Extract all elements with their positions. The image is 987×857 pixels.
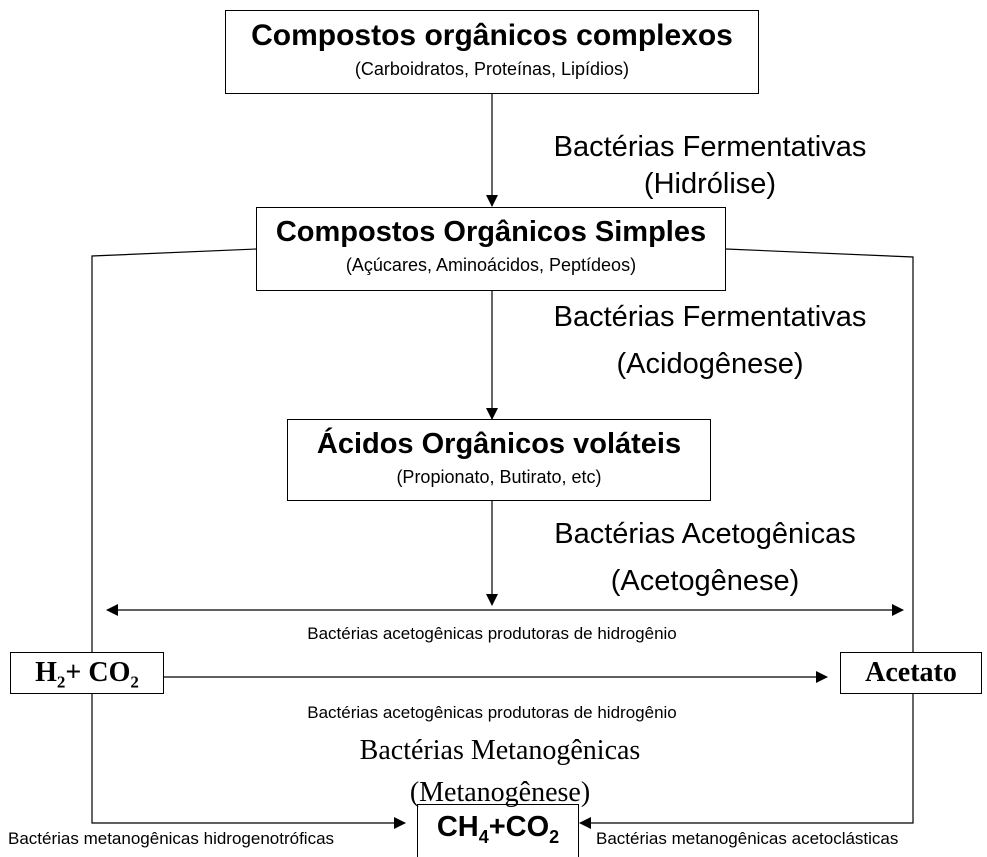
label-methanogenesis-process: (Metanogênese) [409,777,591,808]
ch4co2-sub2: 2 [549,826,560,847]
label-hydrolysis-process: (Hidrólise) [643,168,777,200]
h2co2-part1: H [35,657,57,688]
simple-compounds-title: Compostos Orgânicos Simples [275,216,707,248]
box-complex-compounds: Compostos orgânicos complexos (Carboidra… [225,10,759,94]
ch4co2-sub1: 4 [478,826,489,847]
label-h2-producers-top: Bactérias acetogênicas produtoras de hid… [307,624,677,643]
label-hydrolysis-bacteria: Bactérias Fermentativas [553,131,867,163]
label-hydrogenotrophic-methanogens: Bactérias metanogênicas hidrogenotrófica… [8,829,335,848]
arrow-acetate-to-ch4 [579,694,914,829]
label-acetogenesis-bacteria: Bactérias Acetogênicas [554,518,856,550]
box-h2-co2: H2+ CO2 [10,652,164,694]
box-acetate: Acetato [840,652,982,694]
label-acidogenesis-process: (Acidogênese) [616,348,804,380]
volatile-acids-title: Ácidos Orgânicos voláteis [316,428,682,460]
complex-compounds-title: Compostos orgânicos complexos [251,19,733,52]
simple-compounds-subtitle: (Açúcares, Aminoácidos, Peptídeos) [345,255,637,275]
complex-compounds-subtitle: (Carboidratos, Proteínas, Lipídios) [354,59,630,79]
arrow-simple-to-acetate [725,248,919,669]
box-simple-compounds: Compostos Orgânicos Simples (Açúcares, A… [256,207,726,291]
box-volatile-acids: Ácidos Orgânicos voláteis (Propionato, B… [287,419,711,501]
box-ch4-co2: CH4+CO2 [417,804,579,857]
volatile-acids-subtitle: (Propionato, Butirato, etc) [396,467,602,487]
label-acetoclastic-methanogens: Bactérias metanogênicas acetoclásticas [596,829,899,848]
ch4co2-part2: +CO [488,811,550,843]
label-methanogenesis-bacteria: Bactérias Metanogênicas [359,735,641,766]
arrow-simple-to-h2co2 [86,248,257,669]
arrow-h2co2-to-ch4 [91,694,406,829]
h2co2-sub2: 2 [130,672,139,692]
label-h2-producers-bottom: Bactérias acetogênicas produtoras de hid… [307,703,677,722]
h2co2-sub1: 2 [56,672,66,692]
label-acidogenesis-bacteria: Bactérias Fermentativas [553,301,867,333]
ch4co2-part1: CH [436,811,479,843]
acetate-title: Acetato [865,657,957,688]
h2co2-part2: + CO [65,657,131,688]
label-acetogenesis-process: (Acetogênese) [610,565,800,597]
